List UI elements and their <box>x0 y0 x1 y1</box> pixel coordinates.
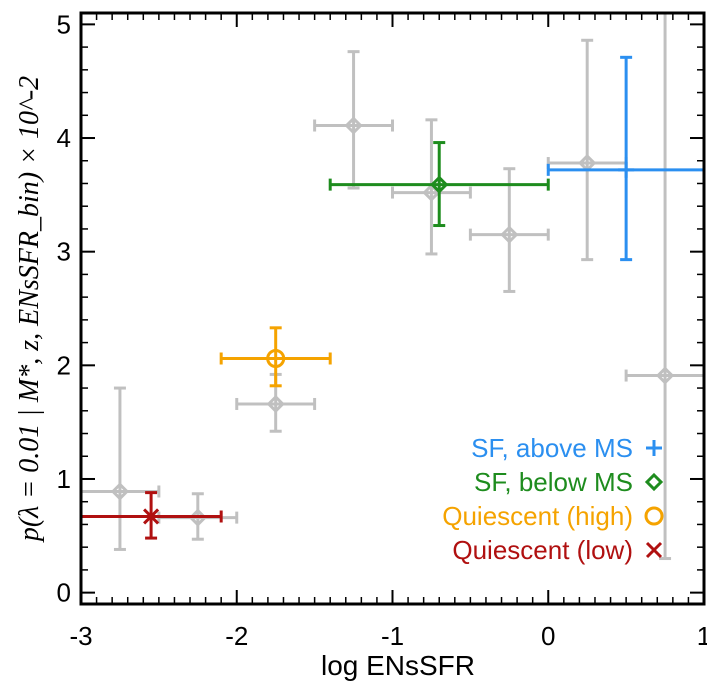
point-gray-7 <box>624 13 704 561</box>
point-gray-5 <box>468 167 550 293</box>
legend: SF, above MS SF, below MS Quiescent (high)… <box>442 433 664 565</box>
legend-marker-quiescent-high <box>644 506 664 526</box>
x-tick-label-2: -1 <box>381 621 404 651</box>
legend-marker-quiescent-low <box>645 541 663 559</box>
point-sf-below-ms-0 <box>328 141 550 228</box>
y-tick-label-4: 4 <box>57 123 71 153</box>
x-tick-label-3: 0 <box>541 621 555 651</box>
point-gray-7-marker <box>655 366 675 385</box>
y-axis-label: p(λ = 0.01 | M*, z, ENsSFR_bin) × 10^-2 <box>14 76 45 543</box>
ticks: -3 -2 -1 0 1 0 1 2 3 4 5 <box>57 9 707 651</box>
y-tick-label-5: 5 <box>57 9 71 39</box>
point-quiescent-high-0 <box>219 326 332 388</box>
legend-label-sf-above-ms: SF, above MS <box>471 433 633 463</box>
legend-marker-quiescent-low-b <box>645 541 663 559</box>
point-sf-above-ms-0-marker <box>618 161 635 178</box>
point-quiescent-low-0-marker <box>143 508 160 525</box>
y-tick-label-2: 2 <box>57 350 71 380</box>
legend-label-quiescent-low: Quiescent (low) <box>452 535 633 565</box>
point-gray-6 <box>546 38 628 262</box>
y-tick-label-1: 1 <box>57 464 71 494</box>
point-quiescent-high-0-marker <box>266 349 286 369</box>
point-sf-below-ms-0-marker <box>430 175 449 194</box>
point-gray-4 <box>391 118 472 256</box>
point-sf-above-ms-0 <box>546 55 704 262</box>
point-quiescent-low-0-marker-b <box>143 508 160 525</box>
legend-marker-sf-above-ms <box>646 440 662 456</box>
legend-label-sf-below-ms: SF, below MS <box>474 467 633 497</box>
point-gray-3 <box>313 50 394 190</box>
x-tick-label-0: -3 <box>69 621 92 651</box>
x-tick-label-1: -2 <box>225 621 248 651</box>
y-tick-label-0: 0 <box>57 578 71 608</box>
x-axis-label: log ENsSFR <box>321 650 475 681</box>
x-tick-label-4: 1 <box>697 621 707 651</box>
y-tick-label-3: 3 <box>57 237 71 267</box>
point-gray-3-marker <box>344 116 363 135</box>
legend-marker-sf-below-ms <box>644 472 664 492</box>
point-gray-0 <box>81 386 161 551</box>
point-gray-2-marker <box>266 394 285 414</box>
plot-area <box>81 13 704 561</box>
legend-label-quiescent-high: Quiescent (high) <box>442 501 633 531</box>
point-gray-0-marker <box>110 482 130 501</box>
point-gray-5-marker <box>500 225 519 244</box>
point-quiescent-low-0 <box>81 491 223 540</box>
